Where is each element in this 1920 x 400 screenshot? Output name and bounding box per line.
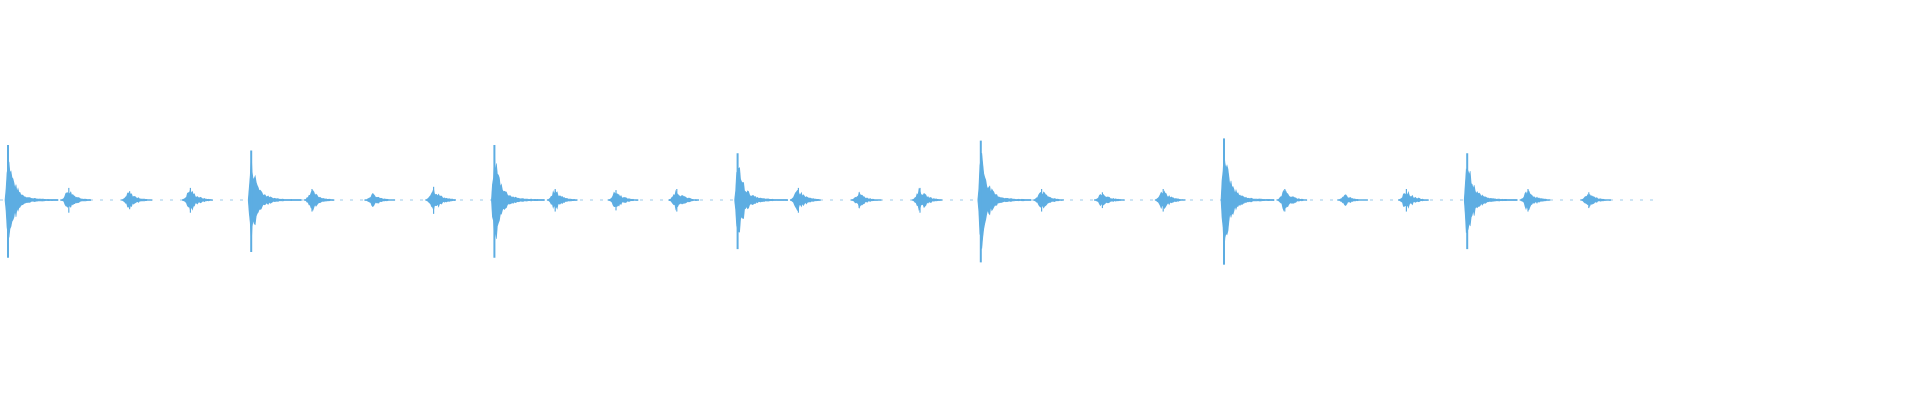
waveform-envelope [668,189,700,211]
waveform-envelope [247,152,302,246]
waveform-beat-weak [607,190,639,211]
waveform-envelope [1398,190,1429,209]
waveform-beat-weak [121,191,152,210]
waveform-beat-strong [977,140,1032,263]
waveform-envelope [121,191,152,210]
waveform-beat-weak [1276,189,1308,212]
waveform-beat-weak [303,189,335,212]
waveform-envelope [790,189,821,212]
waveform-beat-strong [1220,138,1275,265]
waveform-beat-strong [4,145,59,258]
waveform-envelope [60,191,92,208]
waveform-envelope [1519,189,1551,211]
waveform-envelope [911,187,943,211]
waveform-envelope [1154,190,1186,210]
waveform-beat-weak [1398,189,1429,212]
waveform-beat-weak [1154,189,1186,212]
waveform-envelope [4,161,59,238]
waveform-beat-weak [425,186,456,214]
waveform-envelope [1094,193,1125,207]
waveform-envelope [1033,191,1064,209]
waveform-envelope [734,167,788,233]
waveform-envelope [977,153,1032,249]
waveform-envelope [850,191,882,209]
waveform-beat-weak [1033,189,1064,212]
waveform-envelope [491,149,545,247]
waveform-envelope [1580,193,1612,208]
waveform-envelope [364,193,396,207]
waveform-beat-strong [1463,153,1518,250]
waveform-envelope [546,189,578,210]
waveform-beat-weak [850,191,882,209]
waveform-beat-weak [911,187,943,213]
waveform-envelope [425,187,456,212]
waveform-envelope [1276,189,1308,212]
waveform-beat-weak [182,187,213,213]
waveform-envelope [303,189,335,211]
waveform-beat-strong [491,145,545,258]
waveform-envelope [1337,194,1368,206]
waveform-beat-weak [60,187,92,213]
beat-layer [4,138,1612,265]
waveform-beat-weak [1580,192,1612,209]
waveform-envelope [1463,168,1518,233]
waveform-beat-weak [546,189,578,212]
waveform-beat-strong [734,153,788,250]
waveform-beat-weak [668,189,700,212]
waveform-envelope [607,191,639,208]
waveform-beat-strong [247,150,302,252]
waveform-beat-weak [1337,194,1368,206]
waveform-envelope [182,188,213,212]
waveform-beat-weak [790,187,821,213]
waveform-envelope [1220,152,1275,250]
waveform-beat-weak [1519,189,1551,212]
waveform-beat-weak [364,193,396,207]
waveform-beat-weak [1094,192,1125,209]
